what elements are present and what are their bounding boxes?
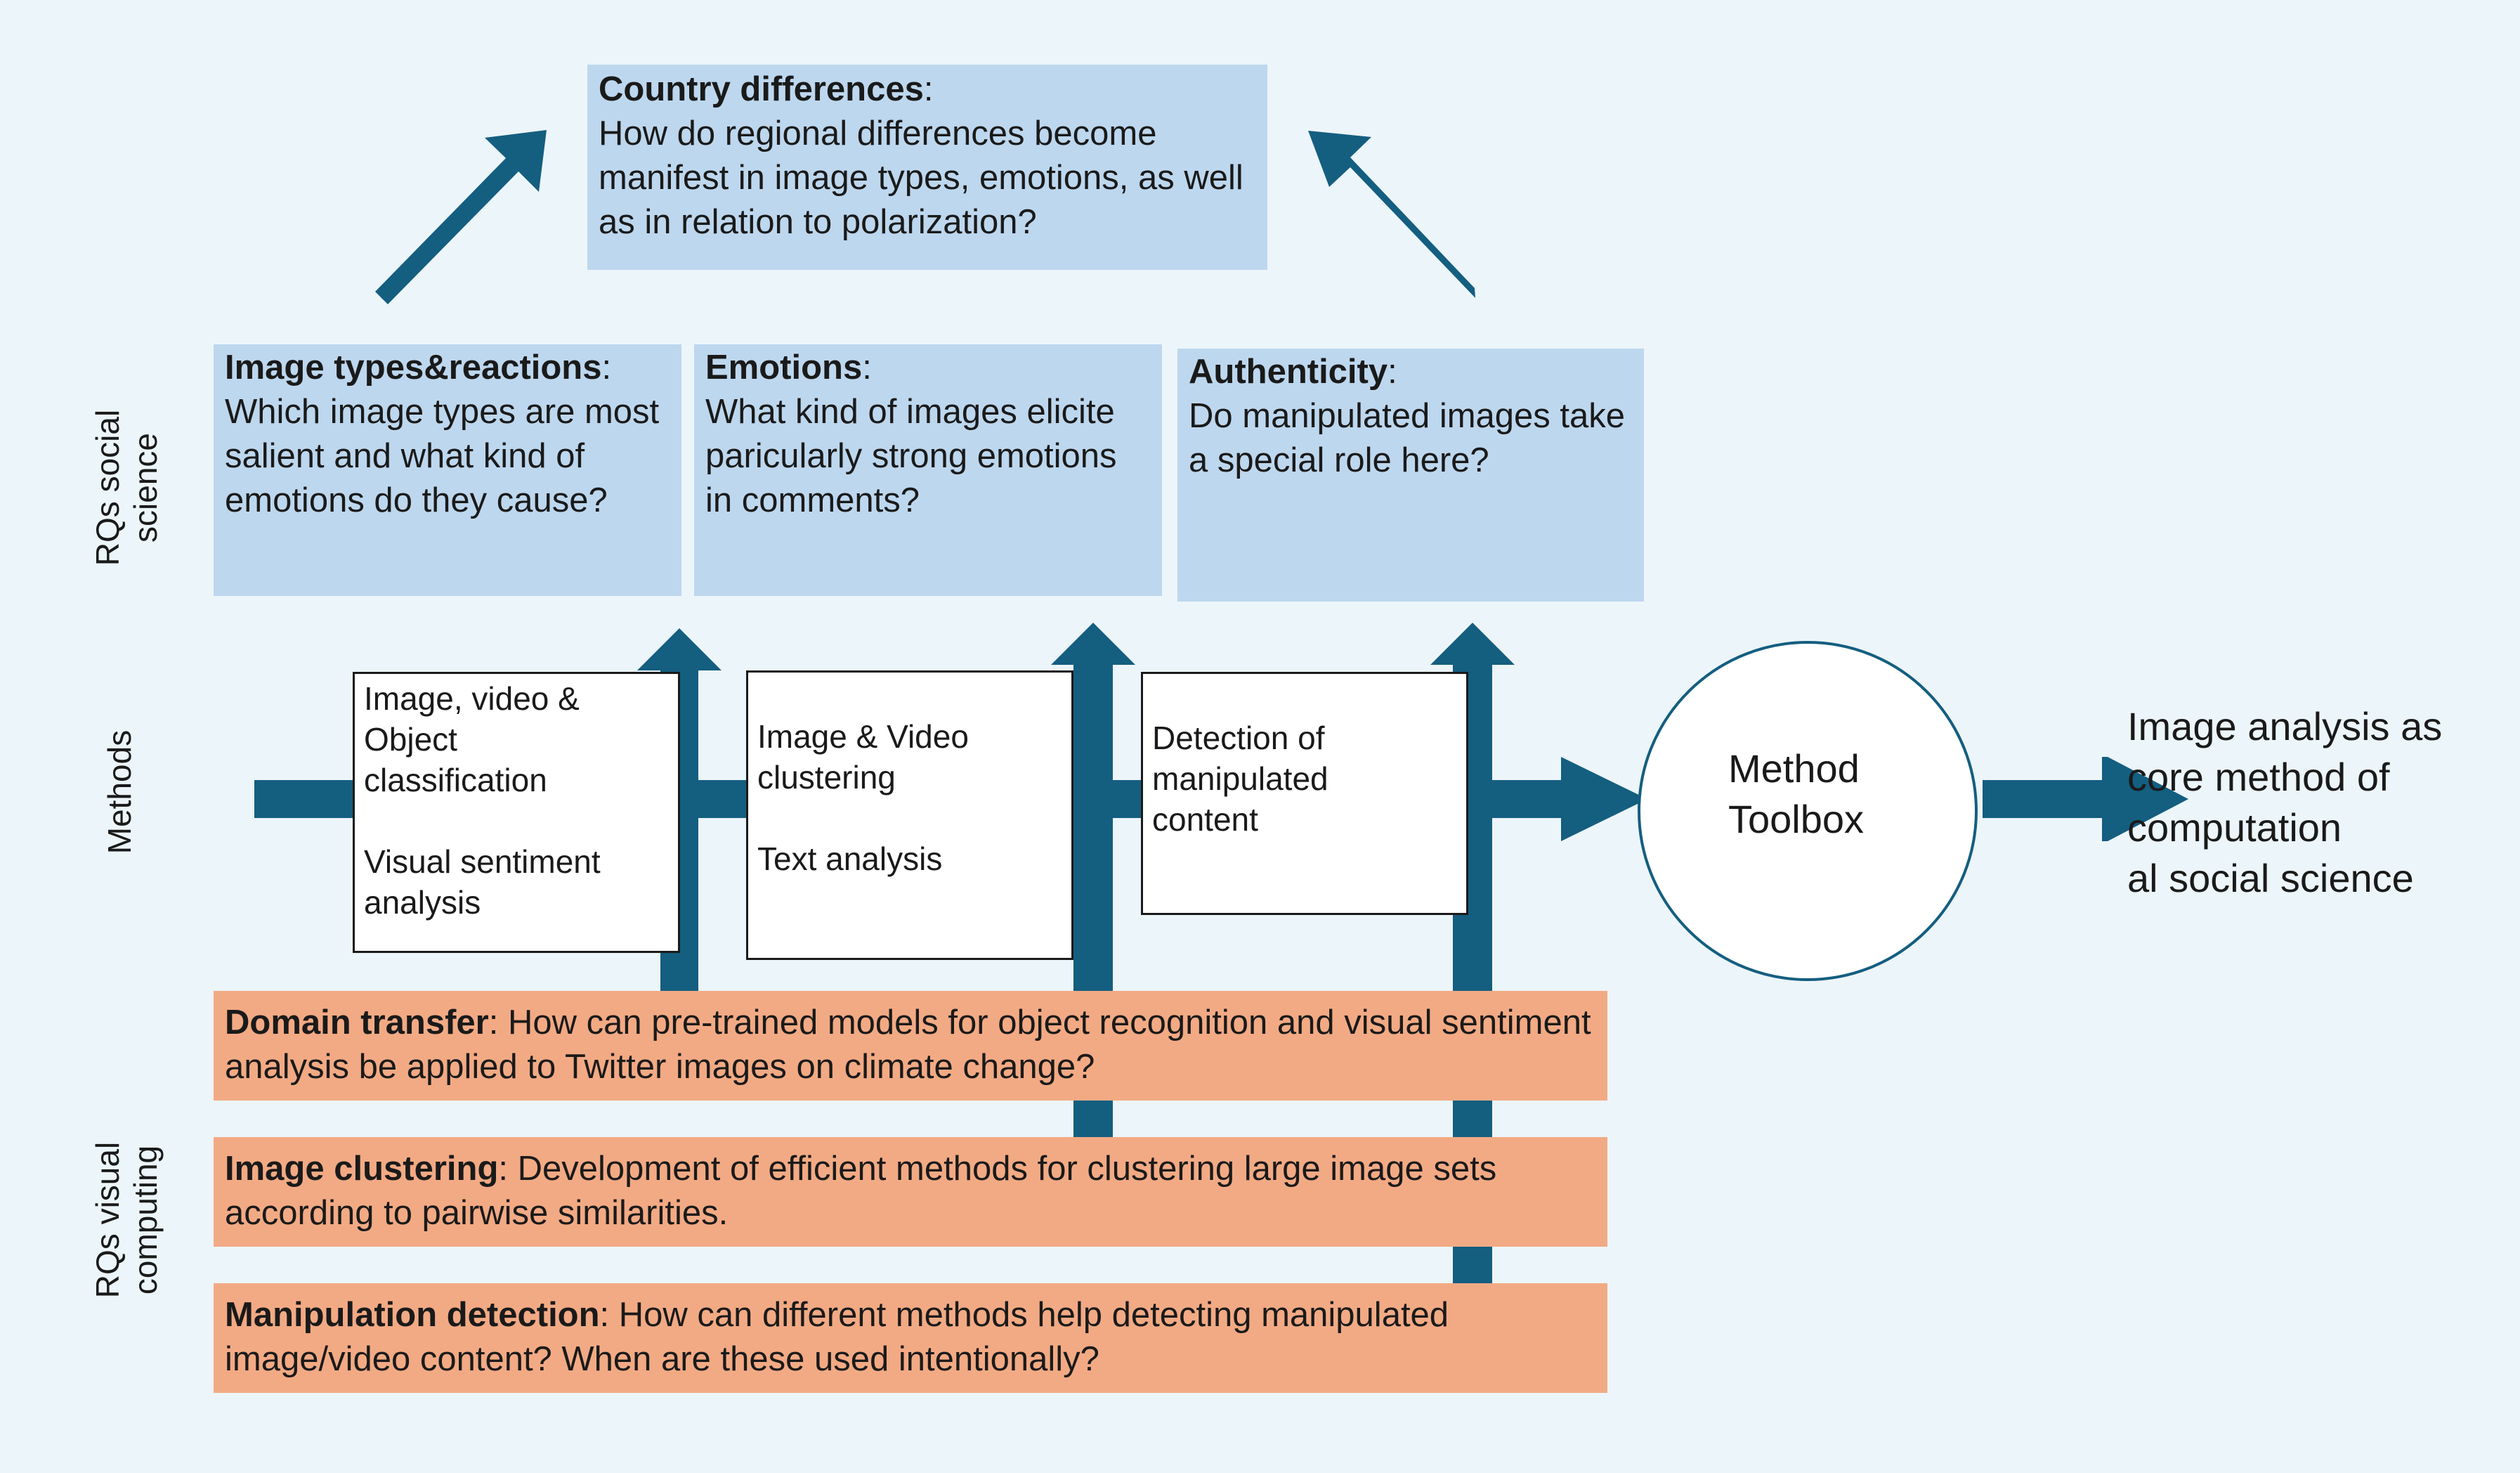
rq-emotions-box: Emotions: What kind of images elicite pa… (694, 344, 1162, 596)
arrow-to-result-line (1983, 780, 2102, 818)
rq-emotions-title: Emotions (705, 349, 863, 387)
country-sep: : (923, 70, 934, 108)
method-detection-box: Detection of manipulated content (1141, 672, 1468, 915)
rq-manipulation-detection-title: Manipulation detection (225, 1296, 600, 1334)
rq-domain-transfer-title: Domain transfer (225, 1004, 489, 1042)
rq-authenticity-title: Authenticity (1189, 353, 1388, 391)
diagonal-arrow-right (1308, 131, 1475, 298)
rq-emotions-text: What kind of images elicite paricularly … (705, 393, 1117, 519)
side-label-rqs-social: RQs social science (89, 409, 164, 566)
method-toolbox-circle (1638, 641, 1978, 981)
arrow-to-result-head (2102, 757, 2188, 841)
rq-image-types-sep: : (601, 349, 612, 387)
rq-manipulation-detection-box: Manipulation detection: How can differen… (214, 1283, 1607, 1393)
country-differences-box: Country differences: How do regional dif… (587, 65, 1267, 270)
rq-image-types-title: Image types&reactions (225, 349, 602, 387)
result-text: Image analysis as core method of computa… (2127, 704, 2443, 900)
vertical-arrow-3-head (1430, 623, 1515, 665)
side-label-rqs-visual: RQs visual computing (89, 1141, 164, 1299)
arrow-to-toolbox-head (1561, 757, 1647, 841)
vertical-arrow-2-head (1051, 623, 1135, 665)
diagonal-arrow-left (375, 130, 547, 304)
vertical-arrow-1-head (637, 628, 722, 670)
rq-image-clustering-box: Image clustering: Development of efficie… (214, 1137, 1607, 1247)
method-clustering-box: Image & Video clustering Text analysis (746, 670, 1073, 960)
country-text: How do regional differences become manif… (599, 115, 1243, 241)
rq-manipulation-detection-text: : How can different methods help detecti… (225, 1296, 1449, 1378)
rq-authenticity-sep: : (1388, 353, 1397, 391)
rq-image-types-text: Which image types are most salient and w… (225, 393, 660, 519)
rq-image-clustering-title: Image clustering (225, 1150, 499, 1188)
rq-emotions-sep: : (862, 349, 872, 387)
rq-authenticity-box: Authenticity: Do manipulated images take… (1177, 349, 1644, 602)
rq-domain-transfer-text: : How can pre-trained models for object … (225, 1004, 1591, 1086)
method-toolbox-label: Method Toolbox (1728, 746, 1865, 841)
rq-image-types-box: Image types&reactions: Which image types… (214, 344, 681, 596)
method-classification-box: Image, video & Object classification Vis… (353, 672, 680, 953)
country-title: Country differences (599, 70, 924, 108)
rq-image-clustering-text: : Development of efficient methods for c… (225, 1150, 1497, 1232)
side-label-methods: Methods (101, 729, 138, 855)
rq-authenticity-text: Do manipulated images take a special rol… (1189, 397, 1626, 479)
rq-domain-transfer-box: Domain transfer: How can pre-trained mod… (214, 991, 1607, 1101)
